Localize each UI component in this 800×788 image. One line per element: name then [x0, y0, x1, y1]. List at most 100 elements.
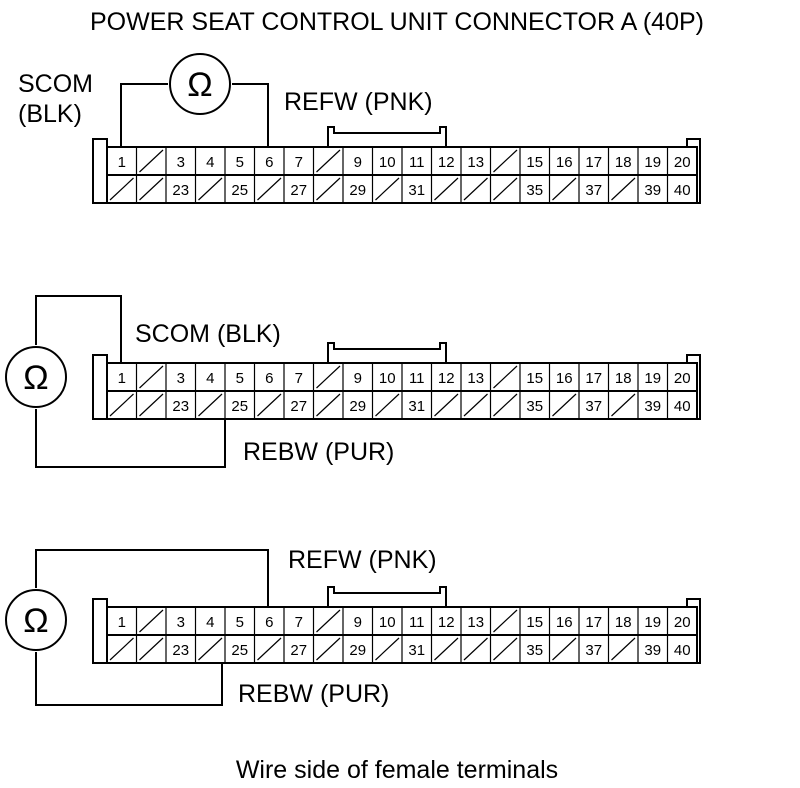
empty-terminal [493, 609, 518, 633]
terminal-15: 15 [526, 614, 543, 631]
terminal-3: 3 [177, 154, 185, 171]
terminal-37: 37 [585, 642, 602, 659]
terminal-7: 7 [295, 614, 303, 631]
diagram-footer: Wire side of female terminals [236, 756, 558, 784]
label-rebw: REBW (PUR) [243, 438, 394, 466]
terminal-10: 10 [379, 370, 396, 387]
empty-terminal [257, 637, 282, 661]
terminal-25: 25 [231, 398, 248, 415]
empty-terminal [434, 637, 459, 661]
terminal-15: 15 [526, 154, 543, 171]
terminal-13: 13 [467, 370, 484, 387]
terminal-17: 17 [585, 370, 602, 387]
ohm-symbol: Ω [23, 602, 48, 640]
empty-terminal [316, 609, 341, 633]
empty-terminal [375, 177, 400, 201]
label-scom-blk: SCOM (BLK) [135, 320, 281, 348]
empty-terminal [493, 637, 518, 661]
terminal-23: 23 [172, 642, 189, 659]
empty-terminal [316, 365, 341, 389]
terminal-27: 27 [290, 398, 307, 415]
empty-terminal [611, 393, 636, 417]
label-blk: (BLK) [18, 100, 82, 128]
terminal-40: 40 [674, 398, 691, 415]
empty-terminal [434, 393, 459, 417]
empty-terminal [375, 393, 400, 417]
terminal-6: 6 [265, 370, 273, 387]
empty-terminal [109, 177, 134, 201]
label-scom: SCOM [18, 70, 93, 98]
empty-terminal [139, 149, 164, 173]
label-rebw: REBW (PUR) [238, 680, 389, 708]
terminal-20: 20 [674, 614, 691, 631]
empty-terminal [316, 637, 341, 661]
empty-terminal [552, 393, 577, 417]
terminal-35: 35 [526, 642, 543, 659]
terminal-10: 10 [379, 154, 396, 171]
terminal-11: 11 [409, 614, 425, 631]
terminal-39: 39 [644, 182, 661, 199]
terminal-16: 16 [556, 370, 573, 387]
terminal-12: 12 [438, 370, 455, 387]
empty-terminal [198, 393, 223, 417]
terminal-12: 12 [438, 614, 455, 631]
ohmmeter-2: Ω [5, 346, 67, 408]
terminal-9: 9 [354, 370, 362, 387]
empty-terminal [611, 637, 636, 661]
terminal-6: 6 [265, 154, 273, 171]
terminal-18: 18 [615, 614, 632, 631]
terminal-20: 20 [674, 154, 691, 171]
terminal-37: 37 [585, 182, 602, 199]
probe-wire-3b [35, 652, 223, 706]
terminal-29: 29 [349, 398, 366, 415]
empty-terminal [493, 393, 518, 417]
empty-terminal [552, 177, 577, 201]
probe-wire-2a [35, 295, 122, 363]
empty-terminal [463, 177, 488, 201]
empty-terminal [552, 637, 577, 661]
terminal-16: 16 [556, 154, 573, 171]
terminal-40: 40 [674, 642, 691, 659]
terminal-7: 7 [295, 370, 303, 387]
empty-terminal [493, 177, 518, 201]
terminal-11: 11 [409, 370, 425, 387]
ohm-symbol: Ω [23, 359, 48, 397]
terminal-17: 17 [585, 614, 602, 631]
empty-terminal [139, 609, 164, 633]
terminal-15: 15 [526, 370, 543, 387]
ohmmeter-3: Ω [5, 589, 67, 651]
empty-terminal [198, 637, 223, 661]
terminal-12: 12 [438, 154, 455, 171]
empty-terminal [139, 637, 164, 661]
probe-wire-1a [120, 83, 168, 147]
terminal-23: 23 [172, 398, 189, 415]
empty-terminal [316, 177, 341, 201]
empty-terminal [198, 177, 223, 201]
terminal-31: 31 [408, 182, 425, 199]
empty-terminal [493, 149, 518, 173]
terminal-29: 29 [349, 642, 366, 659]
terminal-31: 31 [408, 398, 425, 415]
terminal-25: 25 [231, 182, 248, 199]
terminal-31: 31 [408, 642, 425, 659]
terminal-3: 3 [177, 614, 185, 631]
terminal-9: 9 [354, 614, 362, 631]
terminal-1: 1 [118, 370, 126, 387]
terminal-40: 40 [674, 182, 691, 199]
terminal-29: 29 [349, 182, 366, 199]
terminal-20: 20 [674, 370, 691, 387]
probe-wire-3a [35, 549, 269, 607]
terminal-18: 18 [615, 154, 632, 171]
label-refw: REFW (PNK) [288, 546, 437, 574]
empty-terminal [139, 393, 164, 417]
terminal-1: 1 [118, 154, 126, 171]
terminal-5: 5 [236, 370, 244, 387]
ohm-symbol: Ω [187, 66, 212, 104]
connector-lock-tab [327, 586, 447, 607]
terminal-11: 11 [409, 154, 425, 171]
